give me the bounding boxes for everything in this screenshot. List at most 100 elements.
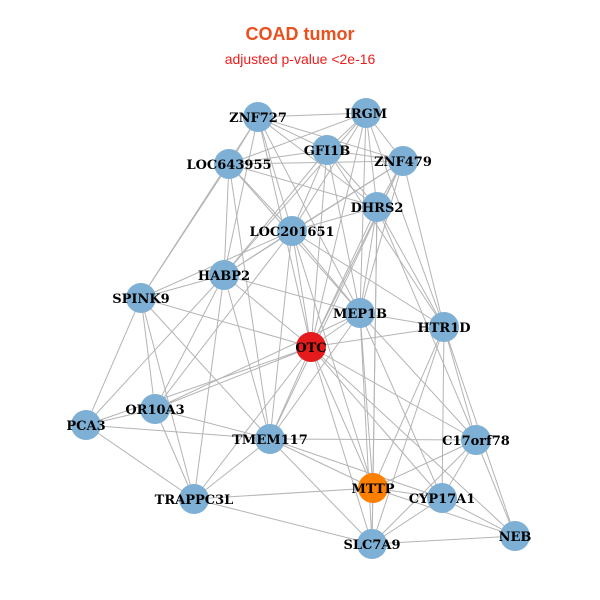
edge-C17orf78-SLC7A9 xyxy=(371,439,477,545)
edge-DHRS2-MEP1B xyxy=(359,206,378,314)
edge-OTC-TRAPPC3L xyxy=(193,346,312,500)
edge-TMEM117-MTTP xyxy=(269,438,374,489)
edge-MEP1B-CYP17A1 xyxy=(359,312,443,499)
edge-DHRS2-HTR1D xyxy=(376,206,445,328)
edge-IRGM-HABP2 xyxy=(223,112,367,276)
node-SLC7A9: SLC7A9 xyxy=(343,529,401,559)
node-OR10A3: OR10A3 xyxy=(125,394,185,424)
edge-SPINK9-OTC xyxy=(140,297,312,348)
edge-SPINK9-TMEM117 xyxy=(140,297,271,440)
edge-HABP2-TMEM117 xyxy=(223,274,271,440)
edge-LOC643955-ZNF479 xyxy=(228,160,404,165)
edge-SPINK9-PCA3 xyxy=(85,297,142,426)
edge-HTR1D-MTTP xyxy=(372,326,445,489)
edge-OR10A3-TMEM117 xyxy=(154,408,271,440)
node-label: PCA3 xyxy=(66,419,105,434)
node-circle xyxy=(214,149,244,179)
node-label: OTC xyxy=(295,341,326,356)
edge-ZNF479-HTR1D xyxy=(402,160,445,328)
edge-IRGM-LOC201651 xyxy=(291,112,367,232)
node-NEB: NEB xyxy=(499,521,532,551)
node-label: ZNF479 xyxy=(374,155,432,170)
edge-LOC643955-HABP2 xyxy=(223,163,230,276)
edge-C17orf78-NEB xyxy=(475,439,516,537)
node-circle xyxy=(358,473,388,503)
node-MEP1B: MEP1B xyxy=(333,298,387,328)
edge-DHRS2-C17orf78 xyxy=(376,206,477,441)
edge-OTC-NEB xyxy=(310,346,516,537)
node-TMEM117: TMEM117 xyxy=(232,424,308,454)
edge-LOC201651-OR10A3 xyxy=(154,230,293,410)
edge-SLC7A9-NEB xyxy=(371,535,516,545)
node-CYP17A1: CYP17A1 xyxy=(409,483,475,513)
node-circle xyxy=(277,216,307,246)
edge-MEP1B-OR10A3 xyxy=(154,312,361,410)
edge-ZNF727-HABP2 xyxy=(223,116,259,276)
node-label: HABP2 xyxy=(198,269,250,284)
node-circle xyxy=(71,410,101,440)
edge-LOC201651-TMEM117 xyxy=(269,230,293,440)
edge-GFI1B-LOC643955 xyxy=(228,149,328,165)
edge-OR10A3-TRAPPC3L xyxy=(154,408,195,500)
edge-OTC-OR10A3 xyxy=(154,346,312,410)
node-circle xyxy=(345,298,375,328)
edge-TMEM117-CYP17A1 xyxy=(269,438,443,499)
edge-IRGM-DHRS2 xyxy=(365,112,378,208)
edge-OTC-PCA3 xyxy=(85,346,312,426)
edge-MEP1B-TMEM117 xyxy=(269,312,361,440)
edge-ZNF727-IRGM xyxy=(257,112,367,118)
edge-OTC-CYP17A1 xyxy=(310,346,443,499)
edge-C17orf78-MTTP xyxy=(372,439,477,489)
edge-HABP2-MEP1B xyxy=(223,274,361,314)
edge-ZNF727-MEP1B xyxy=(257,116,361,314)
node-label: IRGM xyxy=(345,107,387,122)
edge-LOC643955-TMEM117 xyxy=(228,163,271,440)
node-HTR1D: HTR1D xyxy=(417,312,471,342)
node-circle xyxy=(461,425,491,455)
edge-DHRS2-OTC xyxy=(310,206,378,348)
node-label: OR10A3 xyxy=(125,403,184,418)
node-label: C17orf78 xyxy=(442,434,510,449)
node-label: SPINK9 xyxy=(112,292,169,307)
edge-HABP2-OTC xyxy=(223,274,312,348)
figure-title: COAD tumor xyxy=(245,24,355,44)
node-GFI1B: GFI1B xyxy=(304,135,350,165)
node-label: NEB xyxy=(499,530,532,545)
node-TRAPPC3L: TRAPPC3L xyxy=(155,484,233,514)
node-circle xyxy=(243,102,273,132)
node-SPINK9: SPINK9 xyxy=(112,283,170,313)
edge-OTC-MTTP xyxy=(310,346,374,489)
node-label: MEP1B xyxy=(333,307,387,322)
node-label: GFI1B xyxy=(304,144,350,159)
edge-SPINK9-TRAPPC3L xyxy=(140,297,195,500)
node-label: MTTP xyxy=(351,482,394,497)
edge-GFI1B-HABP2 xyxy=(223,149,328,276)
edge-HTR1D-C17orf78 xyxy=(443,326,477,441)
node-IRGM: IRGM xyxy=(345,98,387,128)
node-LOC201651: LOC201651 xyxy=(249,216,335,246)
node-MTTP: MTTP xyxy=(351,473,395,503)
edge-TRAPPC3L-SLC7A9 xyxy=(193,498,373,545)
node-circle xyxy=(351,98,381,128)
node-label: LOC643955 xyxy=(186,158,271,173)
edge-ZNF727-LOC201651 xyxy=(257,116,293,232)
edge-GFI1B-MEP1B xyxy=(326,149,361,314)
edge-MEP1B-SLC7A9 xyxy=(359,312,373,545)
edge-SPINK9-OR10A3 xyxy=(140,297,156,410)
edge-PCA3-TRAPPC3L xyxy=(85,424,195,500)
node-HABP2: HABP2 xyxy=(198,260,250,290)
edge-IRGM-LOC643955 xyxy=(228,112,367,165)
node-circle xyxy=(427,483,457,513)
node-circle xyxy=(362,192,392,222)
node-circle xyxy=(126,283,156,313)
node-label: DHRS2 xyxy=(351,201,404,216)
edge-LOC201651-MEP1B xyxy=(291,230,361,314)
edge-HABP2-TRAPPC3L xyxy=(193,274,225,500)
figure-subtitle: adjusted p-value <2e-16 xyxy=(224,51,376,67)
edge-HABP2-OR10A3 xyxy=(154,274,225,410)
edge-GFI1B-HTR1D xyxy=(326,149,445,328)
edge-IRGM-HTR1D xyxy=(365,112,445,328)
